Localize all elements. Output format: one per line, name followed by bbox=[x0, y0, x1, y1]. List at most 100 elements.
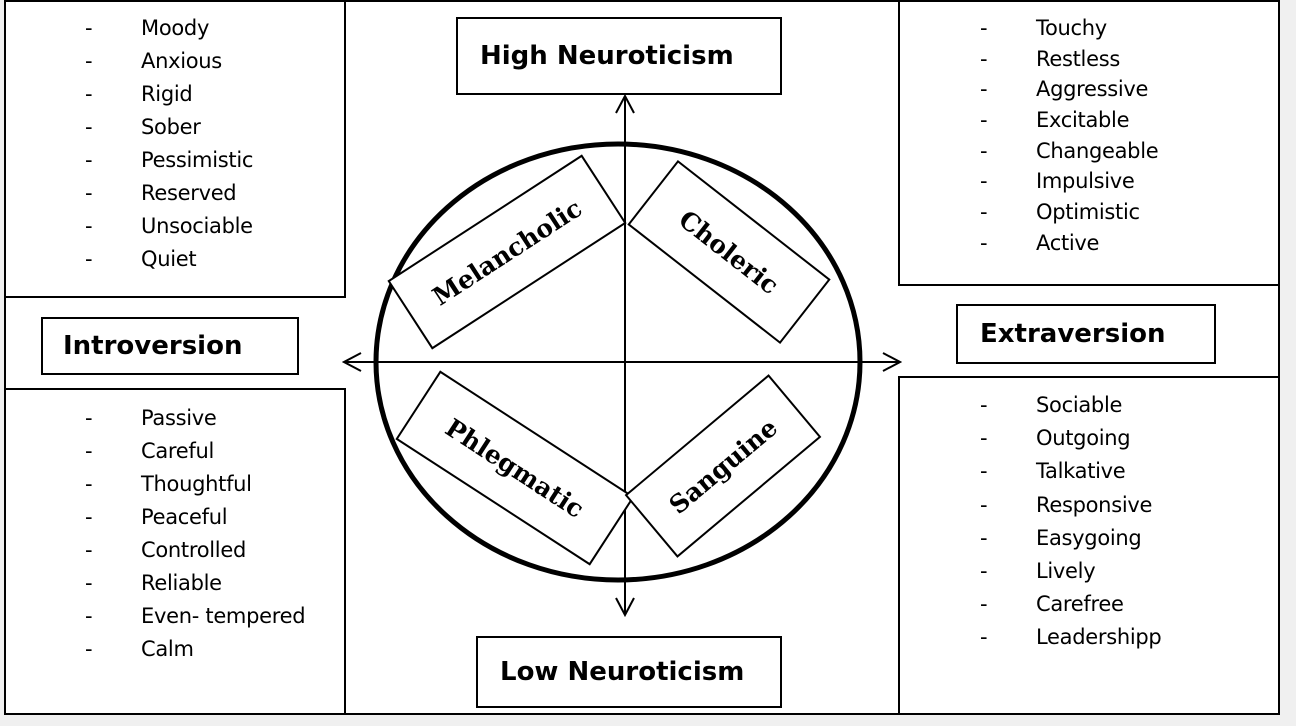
bottom-right-traits-box bbox=[898, 376, 1280, 715]
bullet-dash: - bbox=[980, 492, 988, 517]
trait-label: Thoughtful bbox=[141, 472, 252, 496]
trait-label: Sociable bbox=[1036, 393, 1123, 417]
bullet-dash: - bbox=[980, 525, 988, 550]
low-neuroticism-label: Low Neuroticism bbox=[476, 636, 782, 708]
bullet-dash: - bbox=[980, 16, 988, 40]
high-neuroticism-label: High Neuroticism bbox=[456, 17, 782, 95]
trait-label: Aggressive bbox=[1036, 77, 1149, 102]
bullet-dash: - bbox=[980, 625, 988, 650]
trait-item: -Active bbox=[980, 231, 1260, 262]
trait-item: - Carefree bbox=[980, 592, 1260, 625]
trait-label: Changeable bbox=[1036, 138, 1159, 163]
trait-label: Touchy bbox=[1036, 16, 1107, 40]
bottom-left-traits-list: - Passive - Careful - Thoughtful - Peaceful - Con… bbox=[85, 406, 340, 670]
trait-label: Excitable bbox=[1036, 108, 1130, 133]
bullet-dash: - bbox=[85, 505, 93, 529]
bullet-dash: - bbox=[85, 637, 93, 661]
trait-item: - Leadershipp bbox=[980, 625, 1260, 658]
trait-item: - Peaceful bbox=[85, 505, 340, 538]
bullet-dash: - bbox=[980, 169, 988, 194]
top-right-traits-list: -Touchy-Restless-Aggressive-Excitable-Ch… bbox=[980, 16, 1260, 262]
bullet-dash: - bbox=[85, 49, 93, 73]
trait-label: Careful bbox=[141, 439, 215, 463]
trait-label: Pessimistic bbox=[141, 148, 254, 172]
bullet-dash: - bbox=[980, 426, 988, 451]
trait-item: -Talkative bbox=[980, 459, 1260, 492]
trait-item: -Impulsive bbox=[980, 169, 1260, 200]
sanguine-box: Sanguine bbox=[624, 374, 822, 558]
trait-label: Unsociable bbox=[141, 214, 253, 238]
trait-label: Reliable bbox=[141, 571, 222, 595]
trait-label: Leadershipp bbox=[1036, 625, 1162, 650]
bottom-left-traits-box bbox=[4, 388, 346, 715]
bullet-dash: - bbox=[980, 459, 988, 484]
bullet-dash: - bbox=[85, 148, 93, 172]
trait-label: Restless bbox=[1036, 46, 1120, 71]
trait-item: - Easygoing bbox=[980, 526, 1260, 559]
bullet-dash: - bbox=[85, 247, 93, 271]
trait-label: Moody bbox=[141, 16, 210, 40]
bullet-dash: - bbox=[980, 138, 988, 163]
trait-item: - Optimistic bbox=[980, 200, 1260, 231]
trait-item: - Rigid bbox=[85, 82, 335, 115]
trait-item: - Calm bbox=[85, 637, 340, 670]
bullet-dash: - bbox=[85, 214, 93, 238]
bullet-dash: - bbox=[85, 115, 93, 139]
trait-label: Anxious bbox=[141, 49, 222, 73]
trait-item: - Pessimistic bbox=[85, 148, 335, 181]
trait-item: - Thoughtful bbox=[85, 472, 340, 505]
trait-item: - Changeable bbox=[980, 139, 1260, 170]
melancholic-box: Melancholic bbox=[387, 154, 627, 350]
trait-item: - Careful bbox=[85, 439, 340, 472]
trait-item: -Excitable bbox=[980, 108, 1260, 139]
bullet-dash: - bbox=[85, 181, 93, 205]
trait-item: - Reliable bbox=[85, 571, 340, 604]
trait-label: Outgoing bbox=[1036, 426, 1131, 451]
bullet-dash: - bbox=[85, 571, 93, 595]
bullet-dash: - bbox=[980, 592, 988, 617]
trait-item: - Aggressive bbox=[980, 77, 1260, 108]
trait-item: - Sociable bbox=[980, 393, 1260, 426]
bullet-dash: - bbox=[85, 439, 93, 463]
trait-label: Responsive bbox=[1036, 492, 1153, 517]
trait-label: Rigid bbox=[141, 82, 193, 106]
phlegmatic-box: Phlegmatic bbox=[395, 370, 635, 566]
trait-label: Passive bbox=[141, 406, 217, 430]
bullet-dash: - bbox=[980, 558, 988, 583]
trait-item: - Sober bbox=[85, 115, 335, 148]
trait-item: - Passive bbox=[85, 406, 340, 439]
bullet-dash: - bbox=[980, 77, 988, 102]
trait-item: - Controlled bbox=[85, 538, 340, 571]
bullet-dash: - bbox=[85, 406, 93, 430]
trait-item: - Restless bbox=[980, 47, 1260, 78]
bullet-dash: - bbox=[980, 46, 988, 71]
trait-label: Carefree bbox=[1036, 592, 1124, 617]
trait-label: Calm bbox=[141, 637, 194, 661]
trait-label: Peaceful bbox=[141, 505, 228, 529]
trait-item: - Reserved bbox=[85, 181, 335, 214]
trait-item: - Outgoing bbox=[980, 426, 1260, 459]
top-right-traits-box bbox=[898, 0, 1280, 286]
bullet-dash: - bbox=[85, 472, 93, 496]
extraversion-label: Extraversion bbox=[956, 304, 1216, 364]
trait-item: - Unsociable bbox=[85, 214, 335, 247]
trait-label: Sober bbox=[141, 115, 201, 139]
trait-label: Quiet bbox=[141, 247, 197, 271]
trait-label: Reserved bbox=[141, 181, 237, 205]
introversion-label: Introversion bbox=[41, 317, 299, 375]
bullet-dash: - bbox=[85, 82, 93, 106]
bullet-dash: - bbox=[980, 200, 988, 225]
trait-label: Controlled bbox=[141, 538, 246, 562]
trait-label: Lively bbox=[1036, 558, 1096, 583]
trait-item: - Lively bbox=[980, 559, 1260, 592]
top-left-traits-list: - Moody - Anxious - Rigid - Sober - Pessimistic - R… bbox=[85, 16, 335, 280]
trait-item: -Even- tempered bbox=[85, 604, 340, 637]
trait-label: Even- tempered bbox=[141, 604, 306, 628]
bullet-dash: - bbox=[980, 393, 988, 417]
trait-label: Optimistic bbox=[1036, 200, 1140, 225]
top-left-traits-box bbox=[4, 0, 346, 298]
bullet-dash: - bbox=[85, 538, 93, 562]
trait-label: Easygoing bbox=[1036, 525, 1142, 550]
